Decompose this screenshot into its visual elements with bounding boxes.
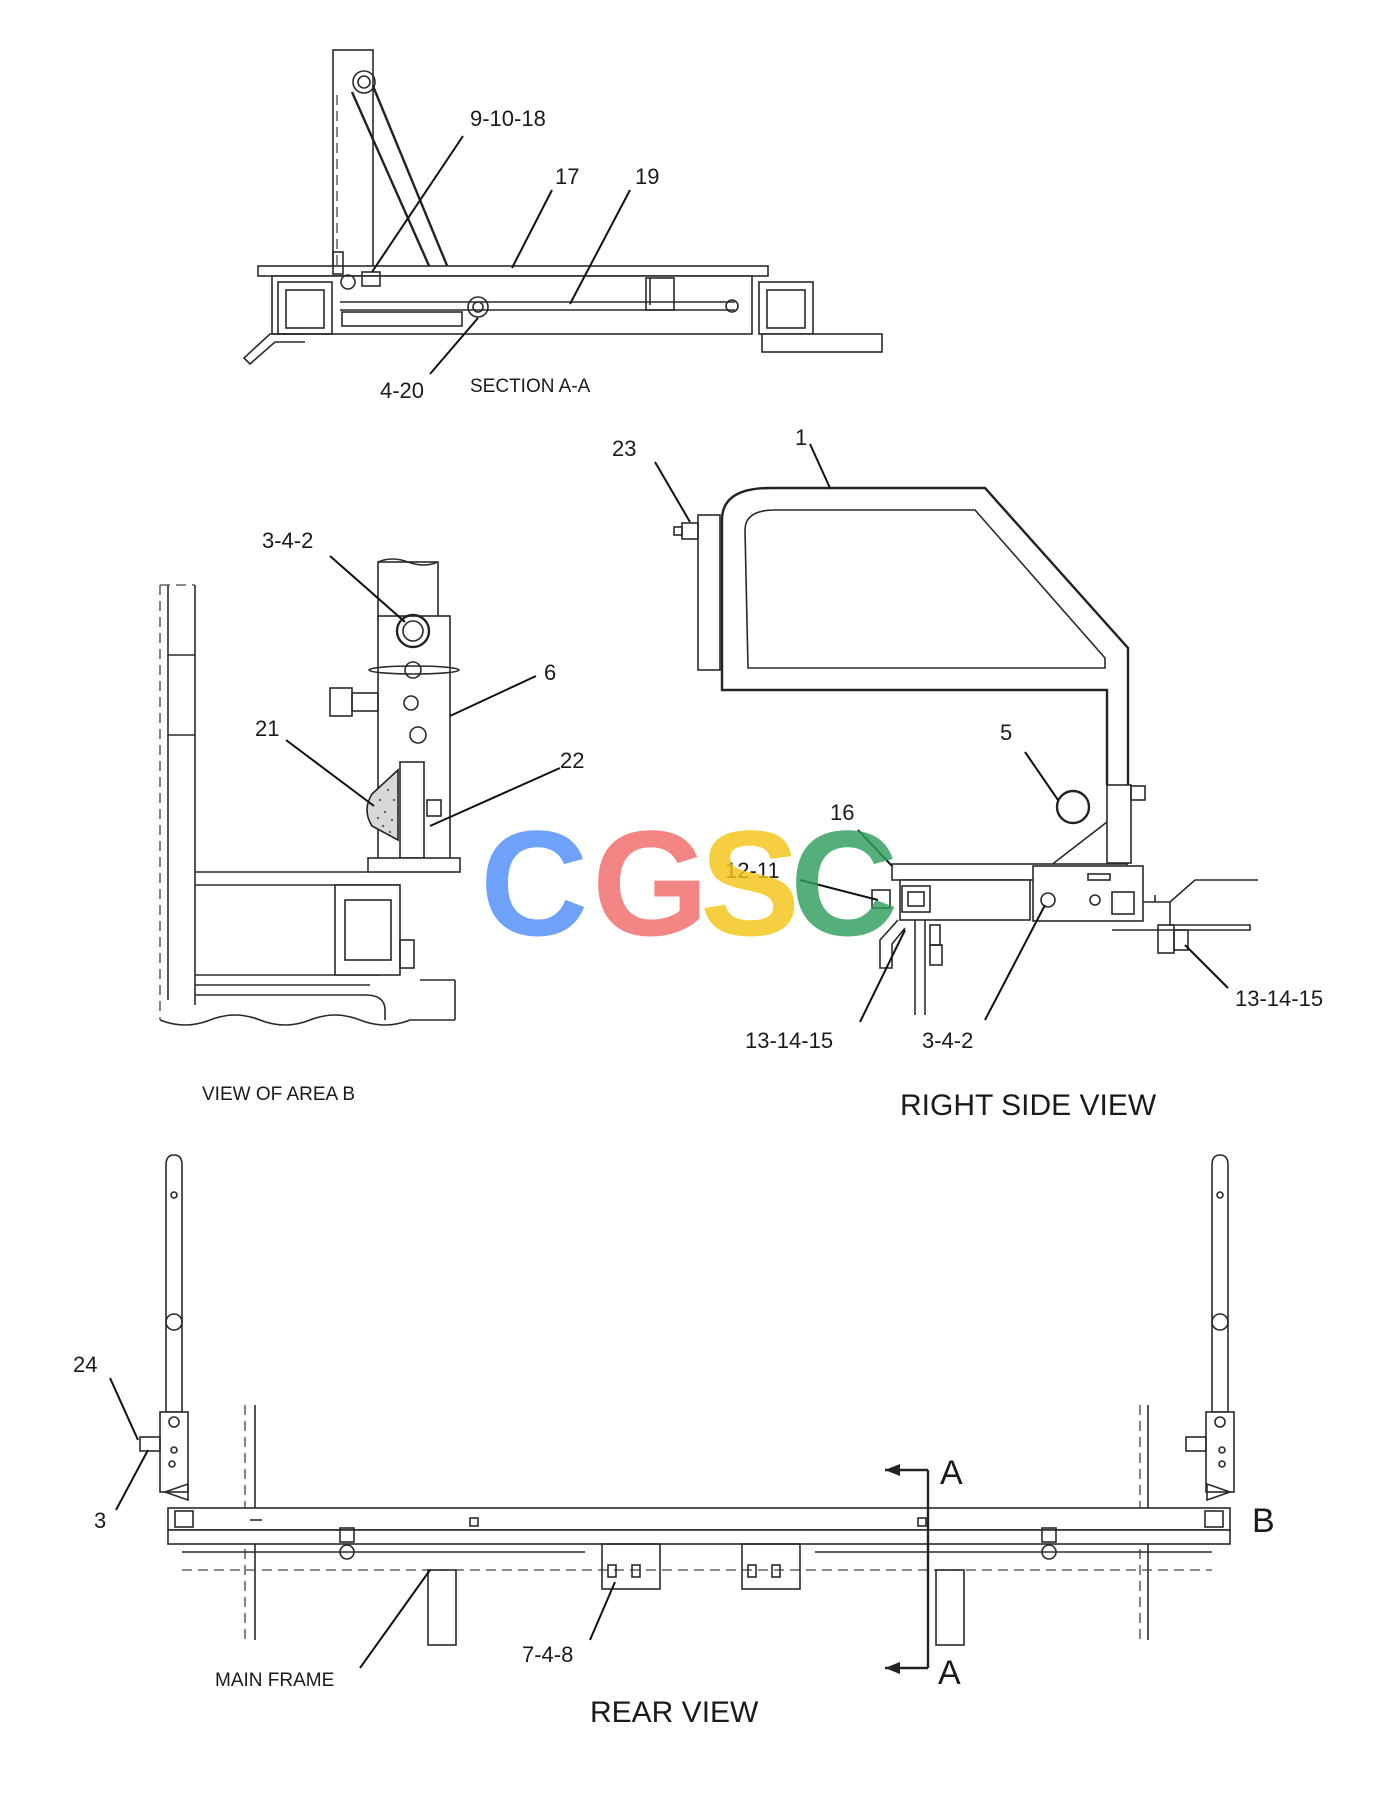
callout-6: 6 — [544, 660, 556, 685]
callout-12-11: 12-11 — [725, 858, 780, 883]
watermark-letter-2: G — [592, 799, 709, 967]
callout-17: 17 — [555, 164, 579, 189]
callout-23: 23 — [612, 436, 636, 461]
callout-3-4-2-area-b: 3-4-2 — [262, 528, 313, 553]
callout-19: 19 — [635, 164, 659, 189]
callout-21: 21 — [255, 716, 279, 741]
callout-3-4-2-side: 3-4-2 — [922, 1028, 973, 1053]
section-a-a-view: 9-10-18 17 19 4-20 SECTION A-A — [242, 49, 883, 403]
callout-1: 1 — [795, 425, 807, 450]
callout-4-20: 4-20 — [380, 378, 424, 403]
caption-rear-view: REAR VIEW — [590, 1696, 759, 1729]
caption-view-of-area-b: VIEW OF AREA B — [202, 1084, 355, 1105]
view-of-area-b: 3-4-2 6 21 22 VIEW OF AREA B — [159, 528, 584, 1105]
callout-16: 16 — [830, 800, 854, 825]
callout-7-4-8: 7-4-8 — [522, 1642, 573, 1667]
watermark-letter-1: C — [480, 799, 588, 967]
caption-right-side-view: RIGHT SIDE VIEW — [900, 1089, 1157, 1122]
cgsc-watermark: C G S C — [480, 799, 898, 967]
area-marker-b: B — [1252, 1502, 1275, 1540]
right-side-view: 23 1 5 16 12-11 13-14-15 3-4-2 13-14-15 … — [612, 425, 1323, 1122]
watermark-letter-3: S — [700, 799, 800, 967]
callout-24: 24 — [73, 1352, 97, 1377]
callout-9-10-18: 9-10-18 — [470, 106, 546, 131]
callout-13-14-15-left: 13-14-15 — [745, 1028, 833, 1053]
section-marker-a-top: A — [940, 1454, 963, 1492]
watermark-letter-4: C — [790, 799, 898, 967]
callout-22: 22 — [560, 748, 584, 773]
caption-section-a-a: SECTION A-A — [470, 376, 591, 397]
callout-13-14-15-right: 13-14-15 — [1235, 986, 1323, 1011]
caption-main-frame: MAIN FRAME — [215, 1670, 334, 1691]
callout-5: 5 — [1000, 720, 1012, 745]
callout-3: 3 — [94, 1508, 106, 1533]
section-marker-a-bottom: A — [938, 1654, 961, 1692]
rear-view: 24 3 7-4-8 A A B MAIN FRAME REAR VIEW — [73, 1154, 1275, 1729]
